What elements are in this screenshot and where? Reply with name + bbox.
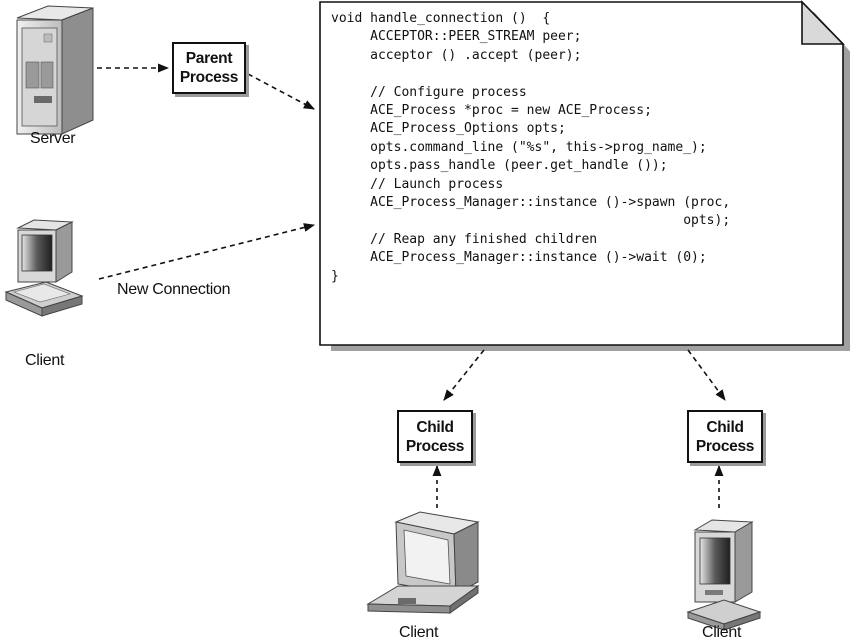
child-process-right-line-2: Process <box>695 437 755 455</box>
new-connection-label: New Connection <box>117 281 231 298</box>
code-line: void handle_connection () { <box>331 11 551 26</box>
child-process-right-box: Child Process <box>687 410 763 463</box>
child-process-left-line-2: Process <box>405 437 465 455</box>
code-line: ACCEPTOR::PEER_STREAM peer; <box>331 29 582 45</box>
code-line: ACE_Process_Options opts; <box>331 121 566 137</box>
code-line: // Reap any finished children <box>331 231 598 247</box>
code-listing: void handle_connection () { ACCEPTOR::PE… <box>331 10 730 286</box>
code-line: opts.pass_handle (peer.get_handle ()); <box>331 158 668 174</box>
code-line: // Configure process <box>331 84 527 100</box>
parent-process-box: Parent Process <box>172 42 246 94</box>
code-line: ACE_Process_Manager::instance ()->wait (… <box>331 250 707 266</box>
parent-process-line-1: Parent <box>185 50 233 67</box>
code-line: ACE_Process_Manager::instance ()->spawn … <box>331 195 731 211</box>
parent-process-line-2: Process <box>179 69 239 86</box>
child-process-left-box: Child Process <box>397 410 473 463</box>
server-label: Server <box>30 130 76 147</box>
code-to-child-left-arrow <box>443 349 485 401</box>
parent-to-code-arrow <box>247 73 315 110</box>
client-label-right: Client <box>702 624 742 641</box>
client-desktop-icon <box>4 219 84 317</box>
client-laptop-icon <box>366 511 480 614</box>
code-to-child-right-arrow <box>687 349 726 401</box>
code-line: } <box>331 268 339 284</box>
code-line: acceptor () .accept (peer); <box>331 47 582 63</box>
client-label-middle: Client <box>399 624 439 641</box>
code-panel <box>319 0 850 351</box>
new-connection-arrow <box>98 223 316 280</box>
code-line: // Launch process <box>331 176 504 192</box>
code-line: ACE_Process *proc = new ACE_Process; <box>331 103 652 119</box>
code-line: opts); <box>331 213 731 229</box>
code-line: opts.command_line ("%s", this->prog_name… <box>331 139 707 155</box>
client-desktop-right-icon <box>686 519 762 631</box>
client-label-left: Client <box>25 352 65 369</box>
server-icon <box>16 5 94 135</box>
child-process-right-line-1: Child <box>706 418 744 436</box>
child-process-left-line-1: Child <box>416 418 454 436</box>
